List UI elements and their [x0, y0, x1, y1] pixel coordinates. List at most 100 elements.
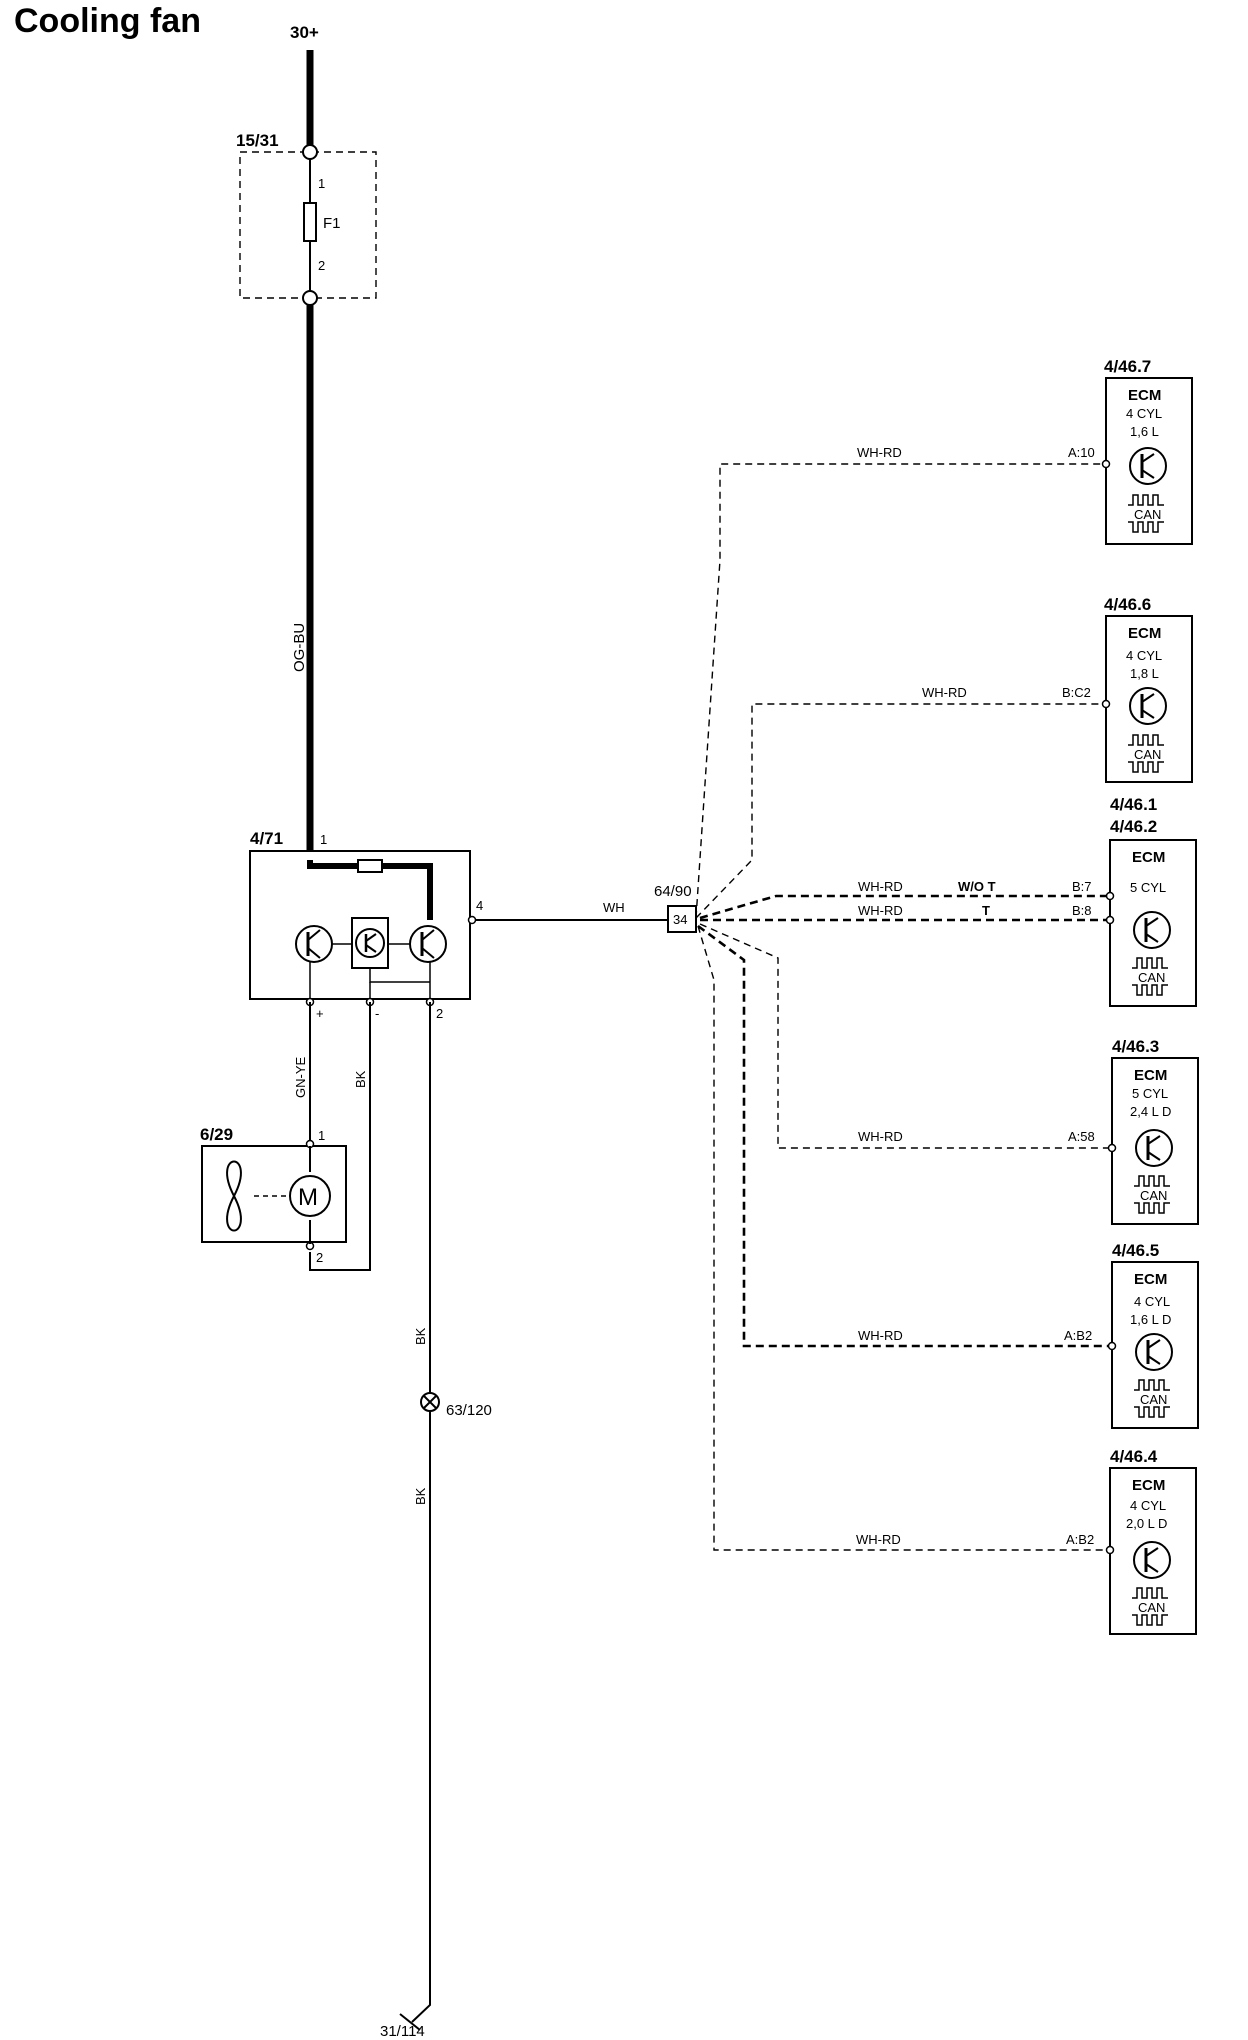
fan-motor-ref: 6/29: [200, 1125, 233, 1144]
ecm-4-wire-color: WH-RD: [858, 1129, 903, 1144]
page-title: Cooling fan: [14, 2, 201, 40]
fuse-box-ref: 15/31: [236, 131, 279, 150]
ecm-3-wire-color-b: WH-RD: [858, 903, 903, 918]
transistor-right-icon: [409, 925, 447, 963]
ecm-2-title: ECM: [1128, 625, 1161, 642]
ecm-module-3: 4/46.1 4/46.2 ECM 5 CYL CAN: [1105, 795, 1197, 1007]
control-module-pin-1: 1: [320, 832, 327, 847]
ecm-module-2: 4/46.6 ECM 4 CYL 1,8 L CAN: [1101, 595, 1193, 783]
ground-ref: 31/114: [380, 2023, 425, 2040]
ecm-3-ref: 4/46.1: [1110, 795, 1157, 814]
fuse-label: F1: [323, 215, 341, 232]
ecm-3-title: ECM: [1132, 849, 1165, 866]
ecm-2-line1: 4 CYL: [1126, 648, 1162, 663]
ecm-5-ref: 4/46.5: [1112, 1241, 1159, 1260]
ecm-6-pin: A:B2: [1066, 1532, 1094, 1547]
ecm-3-line1: 5 CYL: [1130, 880, 1166, 895]
ecm-4-line2: 2,4 L D: [1130, 1104, 1171, 1119]
ecm-module-1: 4/46.7 ECM 4 CYL 1,6 L CAN: [1101, 357, 1193, 545]
fan-blade-icon: [226, 1160, 242, 1232]
ecm-4-title: ECM: [1134, 1067, 1167, 1084]
ecm-3-transistor-icon: [1133, 911, 1171, 949]
ecm-3-can-icon: [1132, 957, 1168, 969]
ecm-2-transistor-icon: [1129, 687, 1167, 725]
connector-ref: 64/90: [654, 883, 692, 900]
ecm-1-pin: A:10: [1068, 445, 1095, 460]
ecm-4-can-label: CAN: [1140, 1188, 1167, 1203]
ecm-6-title: ECM: [1132, 1477, 1165, 1494]
ecm-2-pin: B:C2: [1062, 685, 1091, 700]
ecm-2-wire-color: WH-RD: [922, 685, 967, 700]
ecm-5-can-label: CAN: [1140, 1392, 1167, 1407]
ecm-3-variant-b: T: [982, 903, 990, 918]
ecm-3-ref2: 4/46.2: [1110, 817, 1157, 836]
ecm-6-line2: 2,0 L D: [1126, 1516, 1167, 1531]
ecm-1-wire: [695, 463, 1103, 919]
ecm-module-4: 4/46.3 ECM 5 CYL 2,4 L D CAN: [1107, 1037, 1199, 1225]
control-module-pin-4: 4: [476, 898, 483, 913]
ecm-6-transistor-icon: [1133, 1541, 1171, 1579]
ecm-6-can-label: CAN: [1138, 1600, 1165, 1615]
fan-motor-pin-2: 2: [316, 1250, 323, 1265]
ecm-3-can-label: CAN: [1138, 970, 1165, 985]
ecm-6-wire-color: WH-RD: [856, 1532, 901, 1547]
ecm-3-pin-b: B:8: [1072, 903, 1092, 918]
ecm-6-wire: [697, 925, 1106, 1551]
ecm-4-can-icon: [1134, 1175, 1170, 1187]
fuse-terminal-top: [302, 144, 318, 160]
ecm-1-line2: 1,6 L: [1130, 424, 1159, 439]
fan-plus-wire-color: GN-YE: [293, 1057, 308, 1099]
ecm-4-wire: [699, 923, 1108, 1149]
ecm-6-line1: 4 CYL: [1130, 1498, 1166, 1513]
fuse-pin-2: 2: [318, 258, 325, 273]
ecm-2-line2: 1,8 L: [1130, 666, 1159, 681]
module-resistor-icon: [357, 859, 383, 873]
motor-symbol: M: [298, 1184, 318, 1211]
ecm-4-transistor-icon: [1135, 1129, 1173, 1167]
ecm-3-variant-a: W/O T: [958, 879, 996, 894]
fuse-icon: [303, 202, 317, 242]
fuse-pin-1: 1: [318, 176, 325, 191]
ground-wire-upper-color: BK: [413, 1327, 428, 1345]
supply-label: 30+: [290, 23, 319, 42]
ground-wire-lower-color: BK: [413, 1487, 428, 1505]
ecm-5-pin: A:B2: [1064, 1328, 1092, 1343]
ecm-5-title: ECM: [1134, 1271, 1167, 1288]
ecm-1-title: ECM: [1128, 387, 1161, 404]
connector-pin: 34: [673, 912, 687, 927]
ecm-6-can-icon: [1132, 1587, 1168, 1599]
ecm-4-pin: A:58: [1068, 1129, 1095, 1144]
ecm-1-wire-color: WH-RD: [857, 445, 902, 460]
connector-box: [667, 905, 697, 933]
ecm-5-wire-color: WH-RD: [858, 1328, 903, 1343]
ecm-4-ref: 4/46.3: [1112, 1037, 1159, 1056]
ecm-1-can-icon: [1128, 494, 1164, 506]
ecm-module-5: 4/46.5 ECM 4 CYL 1,6 L D CAN: [1107, 1241, 1199, 1429]
control-module-pin-2: 2: [436, 1006, 443, 1021]
fan-motor-pin-1: 1: [318, 1128, 325, 1143]
fan-minus-wire-color: BK: [353, 1070, 368, 1088]
ecm-3-pin-a: B:7: [1072, 879, 1092, 894]
ground-icon: [411, 2000, 431, 2023]
ecm-5-wire: [697, 924, 1108, 1348]
ecm-5-line2: 1,6 L D: [1130, 1312, 1171, 1327]
ecm-6-ref: 4/46.4: [1110, 1447, 1158, 1466]
transistor-left-icon: [295, 925, 333, 963]
ecm-1-line1: 4 CYL: [1126, 406, 1162, 421]
ecm-1-ref: 4/46.7: [1104, 357, 1151, 376]
ecm-5-transistor-icon: [1135, 1333, 1173, 1371]
ecm-2-can-label: CAN: [1134, 747, 1161, 762]
ecm-2-wire: [695, 703, 1103, 919]
ecm-1-can-label: CAN: [1134, 507, 1161, 522]
ecm-2-ref: 4/46.6: [1104, 595, 1151, 614]
control-module-ref: 4/71: [250, 829, 283, 848]
ecm-5-can-icon: [1134, 1379, 1170, 1391]
control-module-pin-minus: -: [375, 1006, 379, 1021]
fan-minus-wire: [309, 1002, 371, 1271]
ecm-2-can-icon: [1128, 734, 1164, 746]
ecm-module-6: 4/46.4 ECM 4 CYL 2,0 L D CAN: [1105, 1447, 1197, 1635]
ecm-3-wire-color-a: WH-RD: [858, 879, 903, 894]
fuse-terminal-bottom: [302, 290, 318, 306]
ecm-3-wire-a: [699, 894, 1108, 920]
